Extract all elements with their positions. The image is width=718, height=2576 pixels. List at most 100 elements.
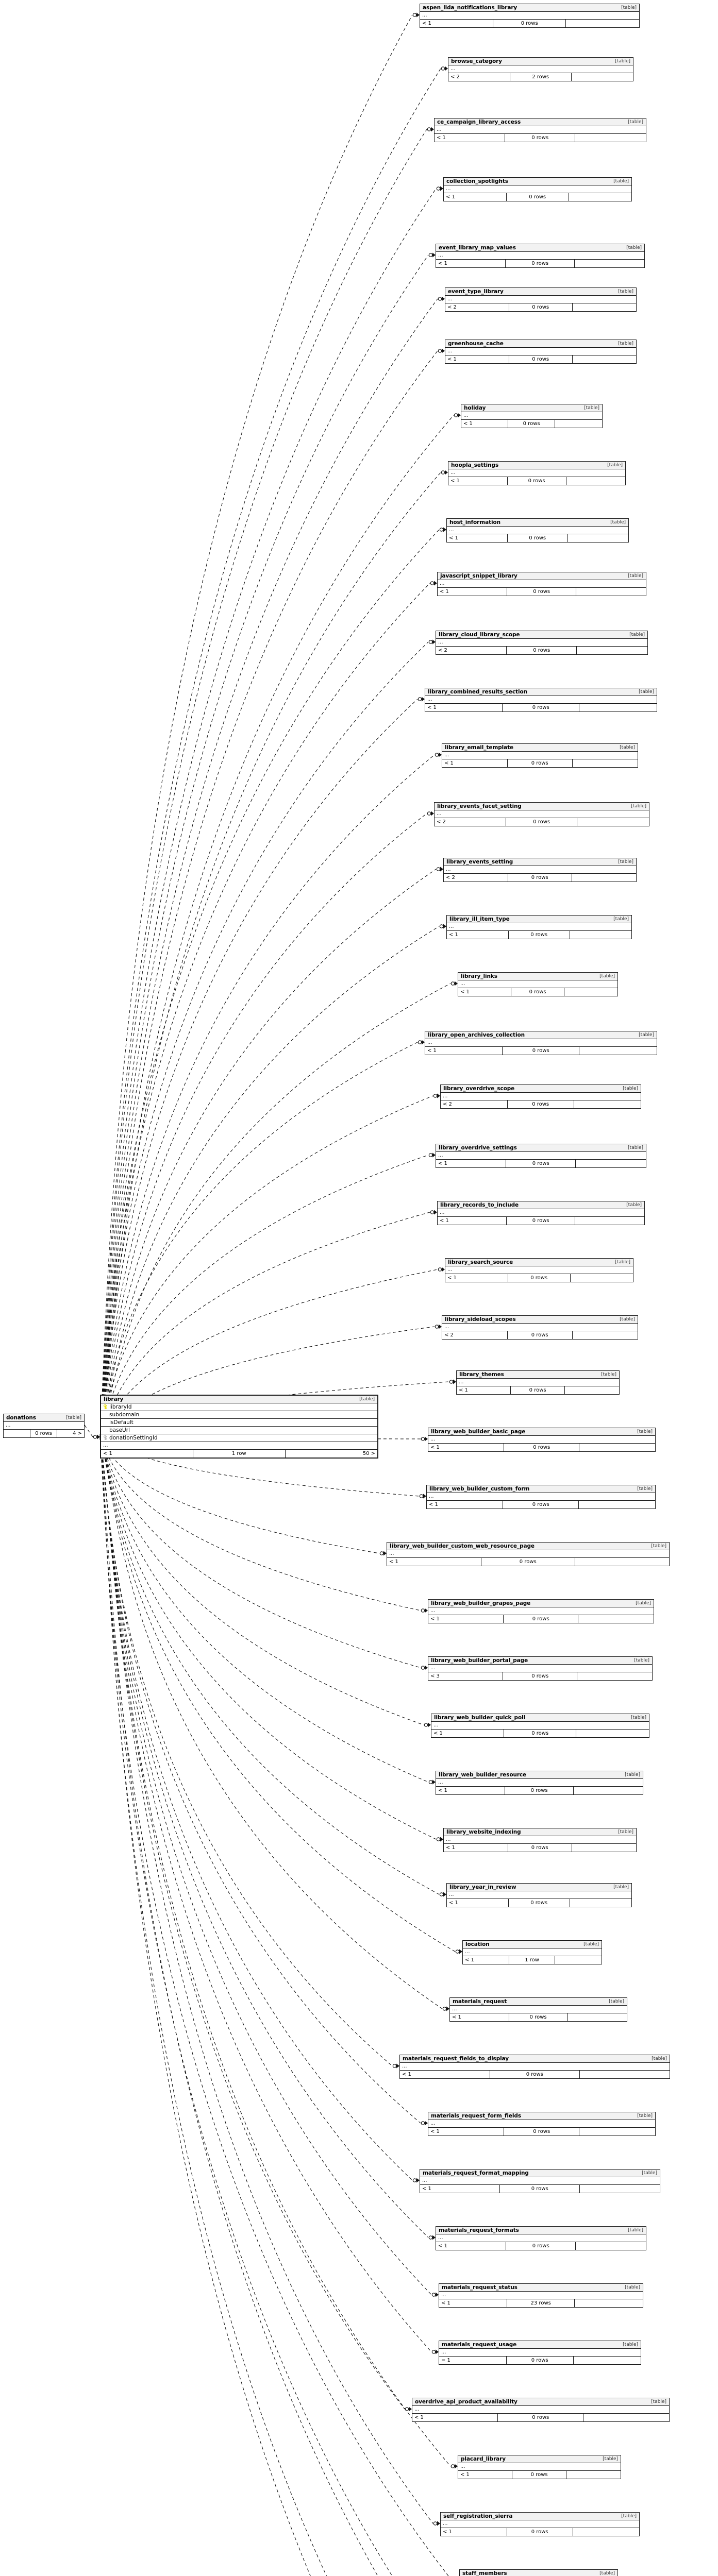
table-card[interactable]: materials_request_format_mapping[table].… xyxy=(420,2169,660,2193)
table-header: event_library_map_values[table] xyxy=(436,244,644,252)
footer-parent-count: < 1 xyxy=(436,1787,505,1794)
table-card[interactable]: aspen_lida_notifications_library[table].… xyxy=(420,4,640,28)
footer-child-count xyxy=(572,73,633,81)
footer-row-count: 2 rows xyxy=(510,73,572,81)
table-card[interactable]: overdrive_api_product_availability[table… xyxy=(412,2398,670,2422)
footer-row-count: 0 rows xyxy=(504,1444,580,1451)
table-card[interactable]: staff_members[table]...< 10 rows xyxy=(459,2569,618,2576)
table-card[interactable]: materials_request_form_fields[table]...<… xyxy=(428,2112,656,2136)
table-header: library_records_to_include[table] xyxy=(438,1201,644,1209)
table-card[interactable]: library_web_builder_basic_page[table]...… xyxy=(428,1428,656,1452)
collapsed-columns-ellipsis: ... xyxy=(427,1493,655,1501)
footer-parent-count: < 1 xyxy=(445,355,509,363)
table-type-tag: [table] xyxy=(599,2570,615,2576)
table-header: library_cloud_library_scope[table] xyxy=(436,631,647,639)
table-header: library_events_facet_setting[table] xyxy=(435,803,649,810)
table-card[interactable]: library_web_builder_custom_form[table]..… xyxy=(426,1485,656,1509)
table-card[interactable]: library_web_builder_quick_poll[table]...… xyxy=(431,1714,649,1738)
table-card[interactable]: library_web_builder_portal_page[table]..… xyxy=(428,1656,653,1681)
table-card[interactable]: library_cloud_library_scope[table]...< 2… xyxy=(436,631,648,655)
table-card[interactable]: library_combined_results_section[table].… xyxy=(425,688,657,712)
table-card[interactable]: library_web_builder_grapes_page[table]..… xyxy=(428,1599,654,1623)
footer-parent-count: < 3 xyxy=(428,1672,503,1680)
footer-child-count xyxy=(566,20,639,27)
table-type-tag: [table] xyxy=(613,178,629,184)
table-card[interactable]: library_open_archives_collection[table].… xyxy=(425,1031,657,1055)
footer-parent-count: < 2 xyxy=(445,303,509,311)
table-name: event_type_library xyxy=(448,288,504,295)
table-header: materials_request_fields_to_display[tabl… xyxy=(400,2055,670,2063)
table-header: location[table] xyxy=(463,1941,602,1948)
footer-child-count: 50 > xyxy=(362,1450,375,1456)
footer-parent-count: < 1 xyxy=(428,1444,504,1451)
table-card[interactable]: library_web_builder_custom_web_resource_… xyxy=(387,1542,670,1566)
collapsed-columns-ellipsis: ... xyxy=(463,1948,602,1956)
table-card[interactable]: library_web_builder_resource[table]...< … xyxy=(436,1771,643,1795)
table-type-tag: [table] xyxy=(651,2399,666,2404)
collapsed-columns-ellipsis: ... xyxy=(400,2063,670,2071)
table-header: ce_campaign_library_access[table] xyxy=(435,118,646,126)
footer-parent-count: < 1 xyxy=(438,1217,507,1225)
collapsed-columns-ellipsis: ... xyxy=(442,752,638,759)
footer-row-count: 0 rows xyxy=(503,1501,579,1509)
table-header: javascript_snippet_library[table] xyxy=(438,572,646,580)
footer-row-count: 0 rows xyxy=(498,2414,584,2421)
table-name: browse_category xyxy=(451,58,502,64)
collapsed-columns-ellipsis: ... xyxy=(458,980,617,988)
table-card[interactable]: library_events_facet_setting[table]...< … xyxy=(434,802,649,826)
table-header: library_themes[table] xyxy=(457,1371,619,1379)
collapsed-columns-ellipsis: ... xyxy=(445,1266,633,1274)
footer-row-count: 0 rows xyxy=(508,420,556,428)
table-header: materials_request_formats[table] xyxy=(436,2227,646,2234)
footer-parent-count: < 1 xyxy=(458,988,512,996)
footer-row-count: 0 rows xyxy=(508,1100,574,1108)
table-name: library_web_builder_resource xyxy=(439,1771,527,1778)
table-type-tag: [table] xyxy=(601,1371,616,1377)
footer-parent-count: < 1 xyxy=(420,20,493,27)
footer-row-count: 1 row xyxy=(193,1450,286,1458)
footer-row-count: 0 rows xyxy=(481,1558,575,1566)
table-header: library_overdrive_scope[table] xyxy=(441,1085,641,1093)
table-card[interactable]: materials_request_fields_to_display[tabl… xyxy=(399,2055,670,2079)
